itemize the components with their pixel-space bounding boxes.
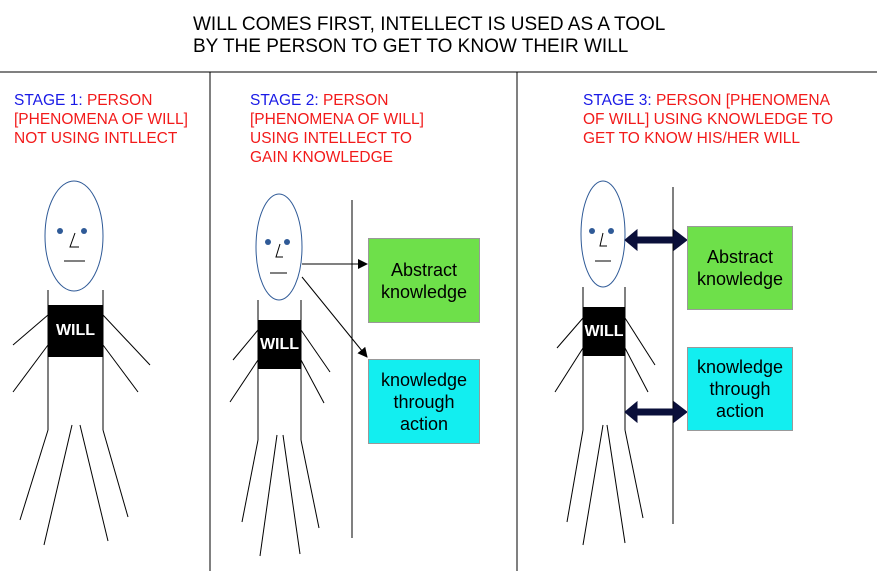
stage-3-double-arrow-action	[624, 400, 688, 424]
stage-3-abstract-knowledge-box: Abstract knowledge	[687, 226, 793, 310]
stage-3-figure	[554, 180, 674, 546]
stage-2-figure	[229, 193, 368, 557]
stage-3-action-knowledge-box: knowledge through action	[687, 347, 793, 431]
stage-2-will-box: WILL	[258, 320, 301, 369]
title-line-1: WILL COMES FIRST, INTELLECT IS USED AS A…	[193, 14, 666, 35]
stage-3-caption: STAGE 3: PERSON [PHENOMENA OF WILL] USIN…	[583, 92, 834, 147]
diagram-title: WILL COMES FIRST, INTELLECT IS USED AS A…	[193, 14, 665, 58]
stage-1-will-box: WILL	[48, 305, 103, 357]
stage-2-label: STAGE 2:	[250, 92, 319, 109]
stage-1-caption: STAGE 1: PERSON [PHENOMENA OF WILL] NOT …	[14, 92, 188, 147]
stage-2-arrow-action	[301, 276, 368, 358]
stage-1-label: STAGE 1:	[14, 92, 83, 109]
stage-1-figure	[12, 180, 151, 546]
stage-3-double-arrow-abstract	[624, 228, 688, 252]
title-line-2: BY THE PERSON TO GET TO KNOW THEIR WILL	[193, 36, 629, 57]
stage-3-will-box: WILL	[583, 307, 625, 356]
stage-3-label: STAGE 3:	[583, 92, 652, 109]
stage-2-action-knowledge-box: knowledge through action	[368, 359, 480, 444]
stage-2-caption: STAGE 2: PERSON [PHENOMENA OF WILL] USIN…	[250, 92, 424, 166]
stage-2-abstract-knowledge-box: Abstract knowledge	[368, 238, 480, 323]
